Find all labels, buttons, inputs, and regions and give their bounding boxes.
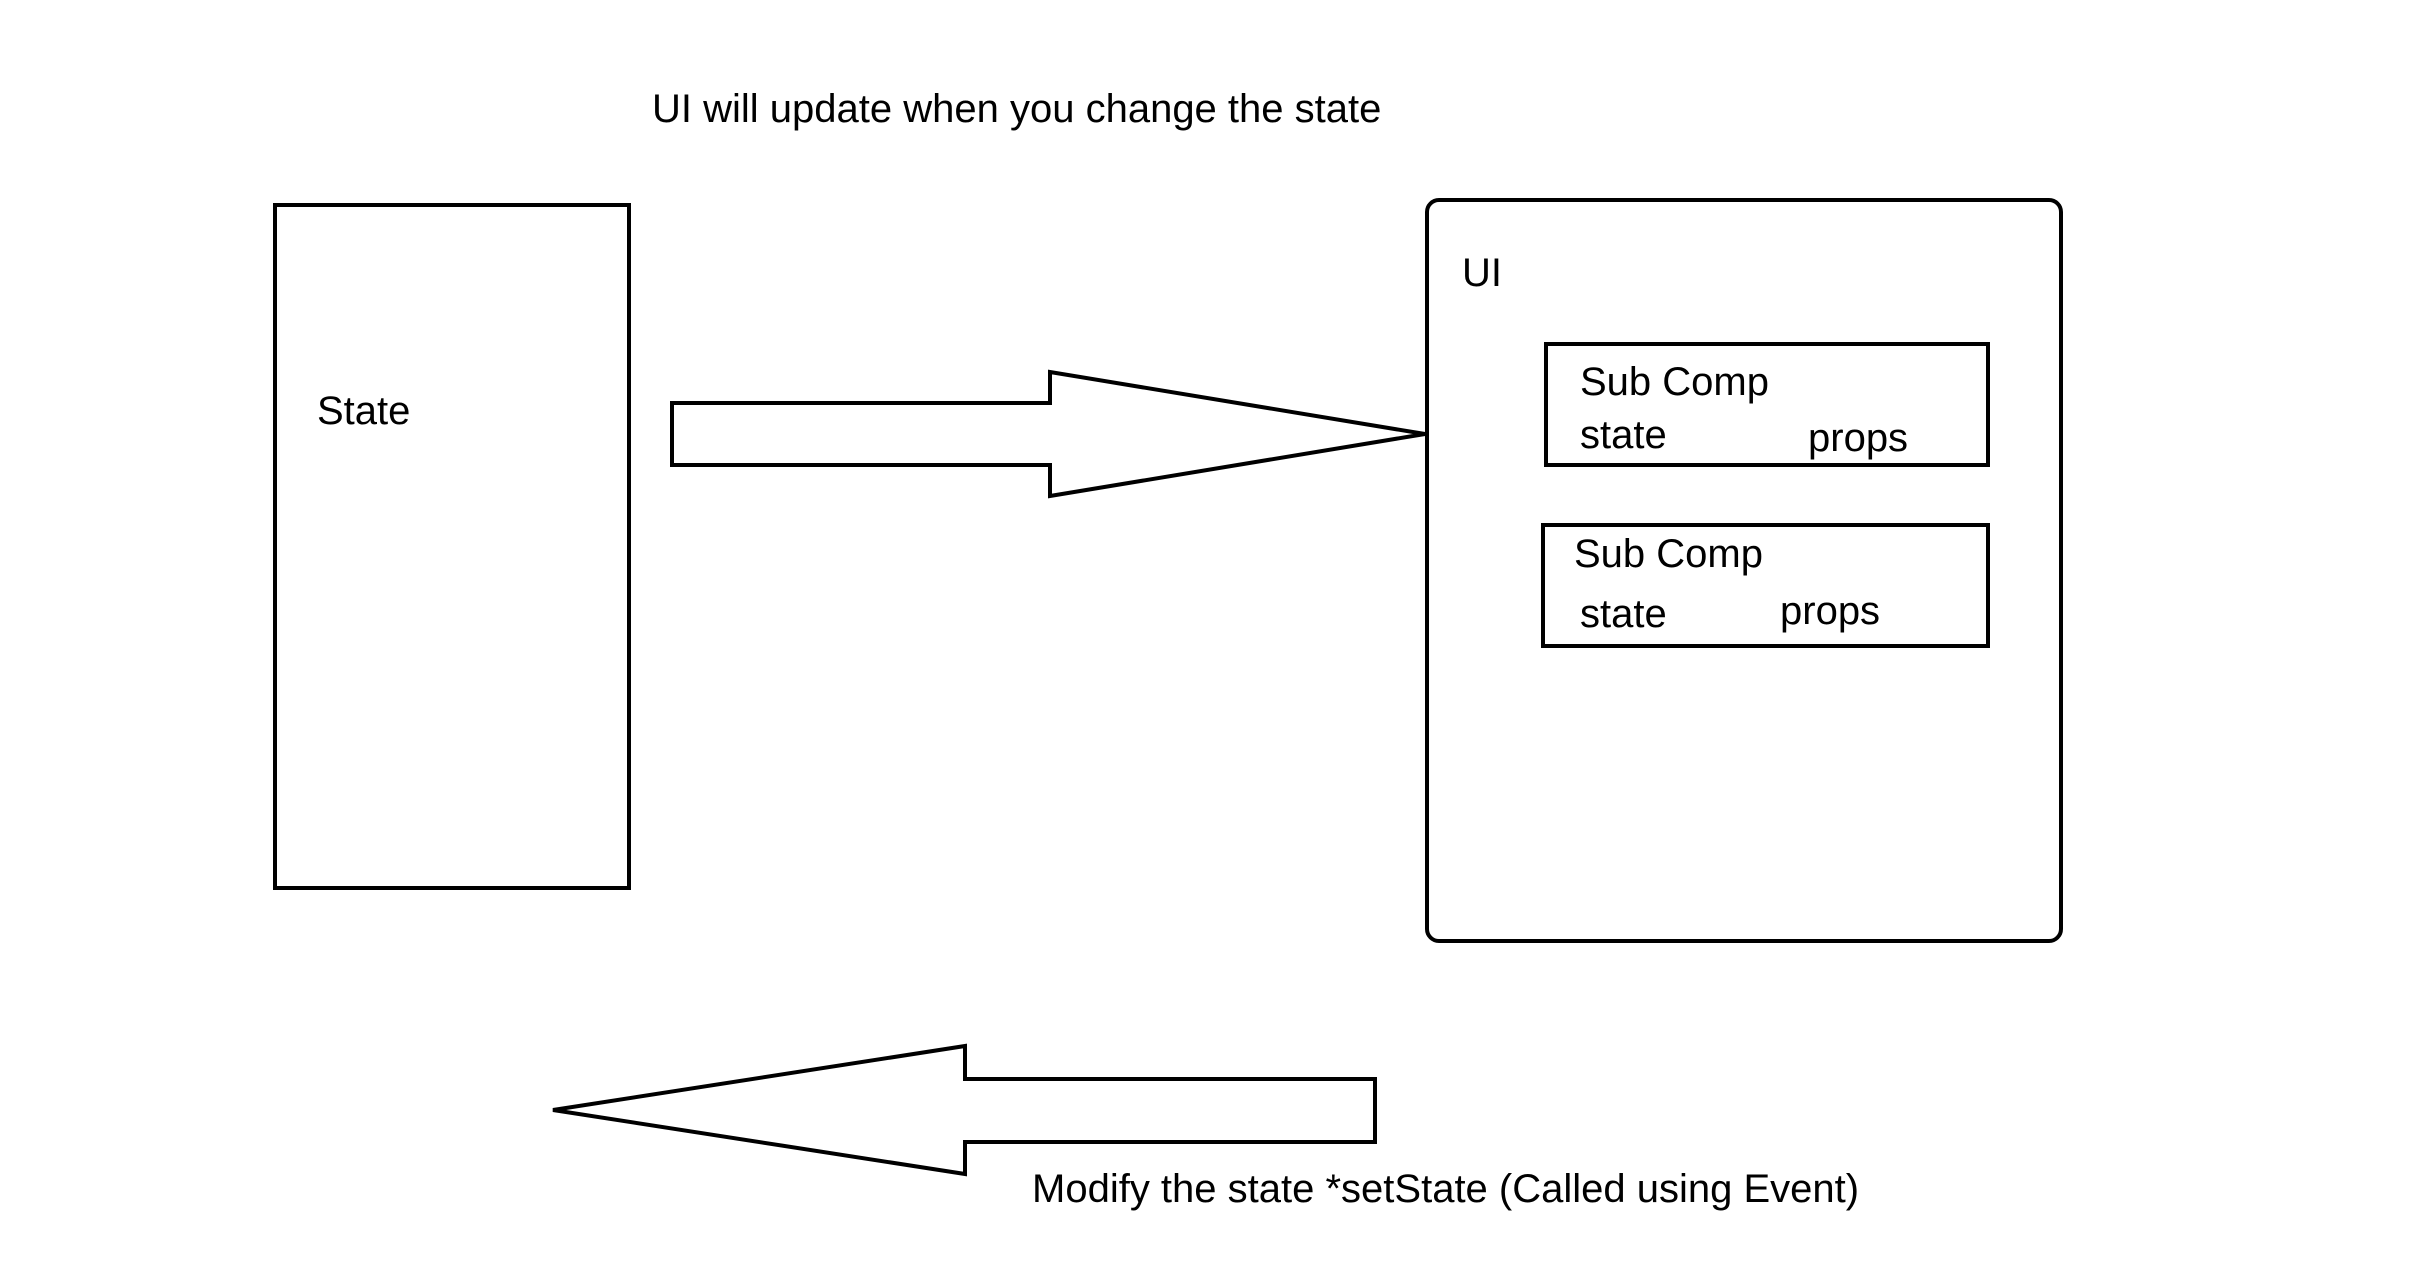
sub-comp-2-props: props (1780, 589, 1881, 633)
ui-box (1425, 198, 2063, 943)
sub-comp-box-1 (1544, 342, 1990, 467)
sub-comp-box-2 (1541, 523, 1990, 648)
bottom-caption: Modify the state *setState (Called using… (1032, 1167, 1860, 1211)
sub-comp-1-state: state (1580, 413, 1667, 457)
sub-comp-2-state: state (1580, 592, 1667, 636)
sub-comp-1-props: props (1808, 416, 1909, 460)
sub-comp-2-title: Sub Comp (1574, 532, 1763, 576)
ui-box-label: UI (1462, 251, 1502, 295)
sub-comp-1-title: Sub Comp (1580, 360, 1769, 404)
state-box (273, 203, 631, 890)
state-box-label: State (317, 389, 411, 433)
update-arrow (670, 369, 1426, 499)
top-caption: UI will update when you change the state (652, 87, 1382, 131)
modify-arrow (552, 1043, 1377, 1177)
